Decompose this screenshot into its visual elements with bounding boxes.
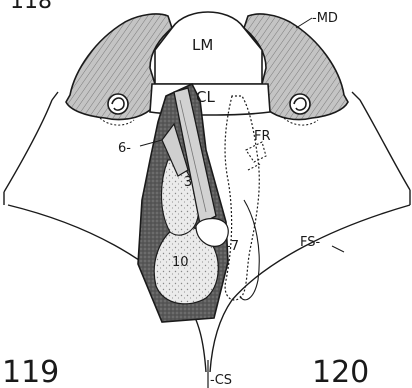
label-cs: -CS bbox=[210, 373, 232, 388]
label-10: 10 bbox=[172, 255, 189, 270]
label-md: -MD bbox=[312, 11, 338, 26]
fs-leader bbox=[332, 246, 344, 252]
figure-number-119: 119 bbox=[2, 355, 59, 388]
md-leader bbox=[296, 18, 312, 28]
label-cl: CL bbox=[196, 88, 215, 106]
label-fr: FR bbox=[254, 129, 271, 144]
label-6: 6- bbox=[118, 141, 131, 156]
figure-number-118: 118 bbox=[10, 0, 52, 14]
figure-number-120: 120 bbox=[312, 355, 369, 388]
label-3: 3 bbox=[184, 175, 192, 190]
FR-outline bbox=[246, 142, 266, 170]
label-lm: LM bbox=[192, 36, 213, 54]
frontal-ganglion-dotted bbox=[225, 96, 259, 300]
label-7: -7 bbox=[226, 239, 239, 254]
label-fs: FS- bbox=[300, 235, 321, 250]
